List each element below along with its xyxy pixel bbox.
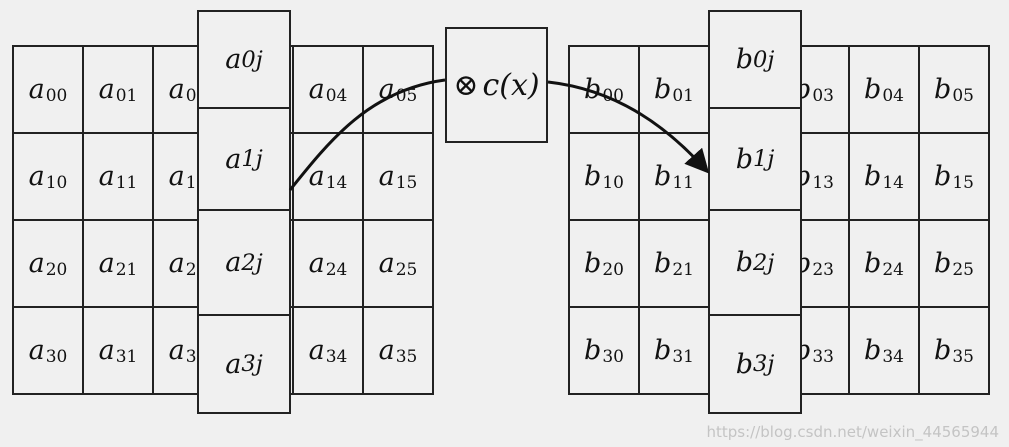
output-curve-arrow — [547, 80, 710, 174]
polynomial-function: c(x) — [482, 67, 540, 103]
tensor-product-symbol: ⊗ — [453, 67, 479, 103]
watermark-text: https://blog.csdn.net/weixin_44565944 — [706, 423, 999, 441]
input-curve-arrow — [288, 78, 446, 191]
mix-column-operation-box: ⊗ c(x) — [445, 27, 548, 143]
